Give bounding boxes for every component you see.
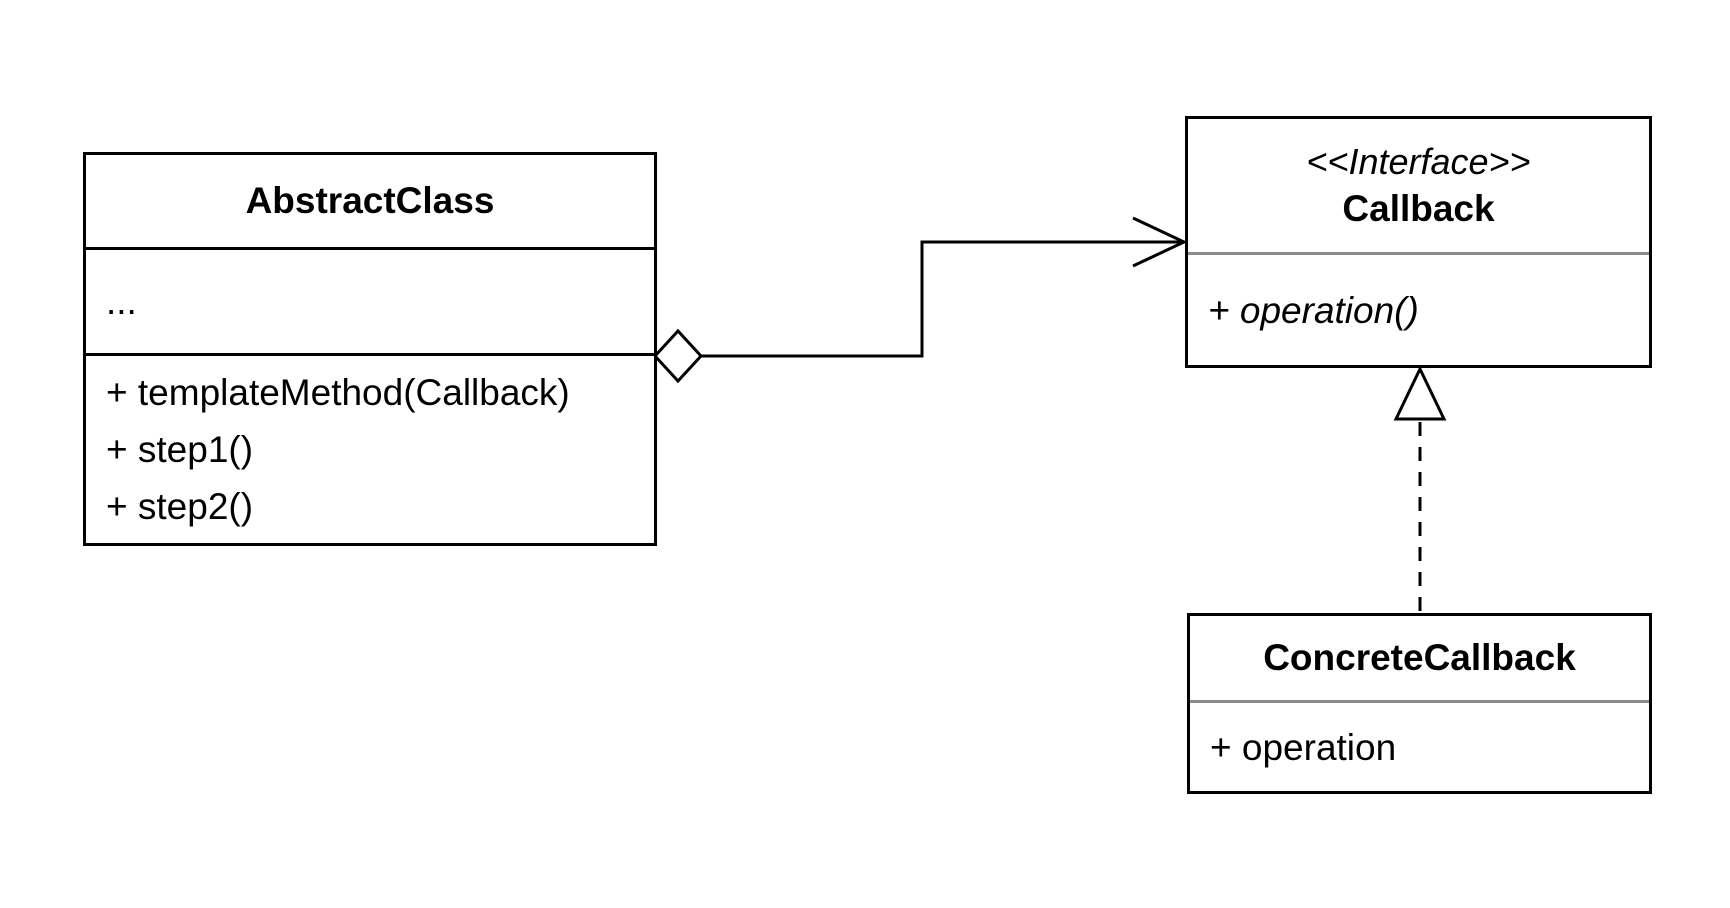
aggregation-elbow-line <box>701 240 1182 358</box>
attributes-section: ... <box>86 250 654 356</box>
class-header: AbstractClass <box>86 155 654 250</box>
hollow-triangle-icon <box>1393 365 1447 421</box>
class-name-label: ConcreteCallback <box>1263 636 1576 678</box>
class-box-abstract-class: AbstractClass ... + templateMethod(Callb… <box>83 152 657 546</box>
hollow-diamond-icon <box>652 328 704 384</box>
methods-section: + operation <box>1190 703 1649 791</box>
methods-section: + templateMethod(Callback) + step1() + s… <box>86 356 654 543</box>
method-line: + step2() <box>106 486 254 527</box>
class-box-concrete-callback: ConcreteCallback + operation <box>1187 613 1652 794</box>
method-line: + step1() <box>106 429 254 470</box>
class-header: <<Interface>> Callback <box>1188 119 1649 255</box>
class-box-callback-interface: <<Interface>> Callback + operation() <box>1185 116 1652 368</box>
stereotype-label: <<Interface>> <box>1306 140 1531 182</box>
method-line: + templateMethod(Callback) <box>106 372 570 413</box>
methods-section: + operation() <box>1188 255 1649 365</box>
method-line: + operation <box>1210 726 1397 768</box>
open-arrowhead-icon <box>1132 216 1188 268</box>
class-name-label: AbstractClass <box>245 179 495 221</box>
method-line: + operation() <box>1208 289 1419 331</box>
class-name-label: Callback <box>1342 187 1495 229</box>
class-header: ConcreteCallback <box>1190 616 1649 703</box>
attribute-line: ... <box>106 281 137 322</box>
